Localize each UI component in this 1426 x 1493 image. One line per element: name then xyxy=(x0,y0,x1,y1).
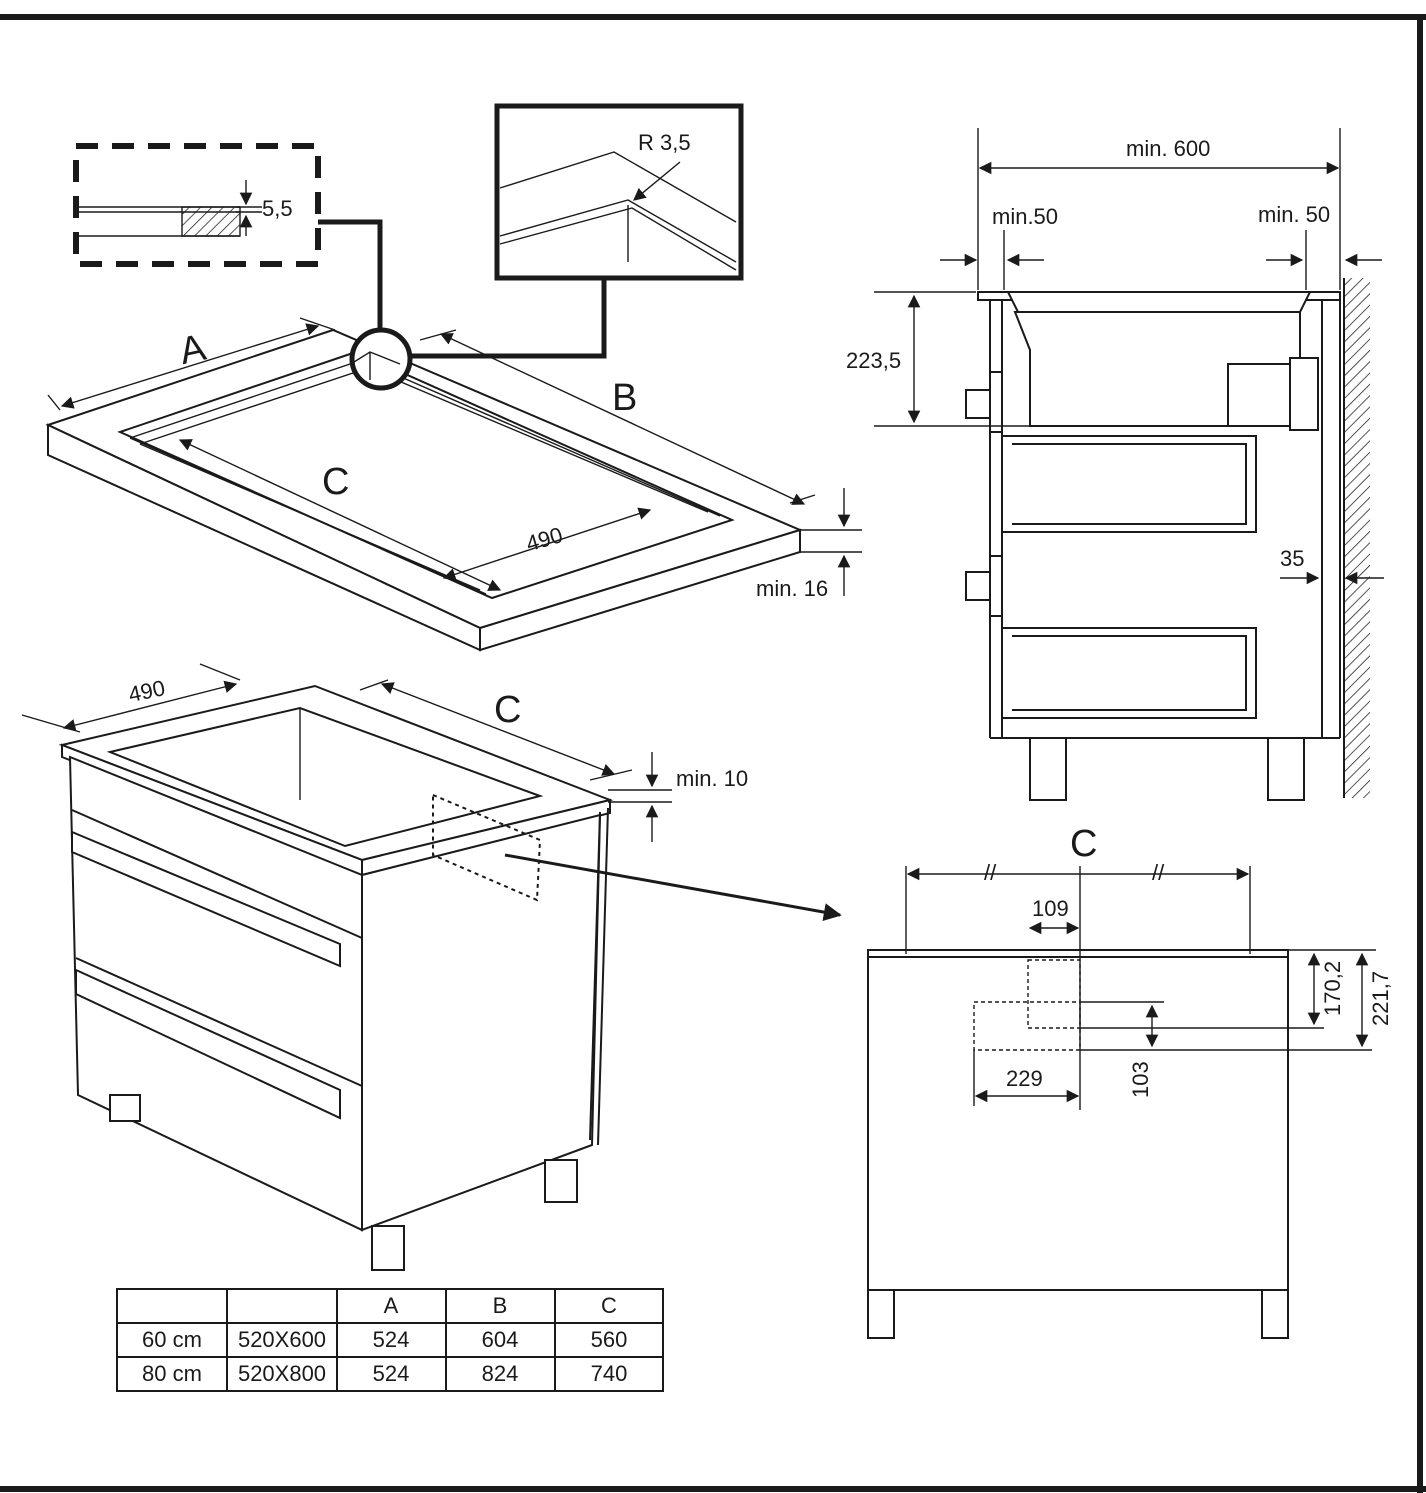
label-min50-left: min.50 xyxy=(992,204,1058,229)
table-cell: 60 cm xyxy=(142,1327,202,1352)
label-min16: min. 16 xyxy=(756,576,828,601)
dimension-c-cutout: C xyxy=(178,439,502,591)
table-cell: 524 xyxy=(373,1361,410,1386)
label-109: 109 xyxy=(1032,896,1069,921)
dimension-103: 103 xyxy=(1080,1001,1372,1098)
page-border xyxy=(0,14,1426,1493)
label-103: 103 xyxy=(1128,1061,1153,1098)
label-229: 229 xyxy=(1006,1066,1043,1091)
dimension-min16: min. 16 xyxy=(756,488,862,601)
dimension-table: A B C 60 cm 520X600 524 604 560 80 cm 52… xyxy=(116,1288,664,1392)
label-min50-right: min. 50 xyxy=(1258,202,1330,227)
dimension-229: 229 xyxy=(973,1050,1080,1106)
label-170-2: 170,2 xyxy=(1320,961,1345,1016)
label-min10: min. 10 xyxy=(676,766,748,791)
label-c-cabinet: C xyxy=(494,689,521,731)
table-cell: 824 xyxy=(482,1361,519,1386)
table-header-b: B xyxy=(493,1293,508,1318)
worktop-cutout-view xyxy=(45,327,803,652)
equal-mark-right: // xyxy=(1152,860,1165,885)
table-cell: 80 cm xyxy=(142,1361,202,1386)
cabinet-view xyxy=(58,684,842,1271)
dimension-c-rear: // // C xyxy=(905,823,1251,954)
side-section-view xyxy=(965,278,1370,801)
table-header-c: C xyxy=(601,1293,617,1318)
dimension-35: 35 xyxy=(1280,546,1384,585)
label-5-5: 5,5 xyxy=(262,196,293,221)
label-490-cabinet: 490 xyxy=(126,675,167,707)
label-a: A xyxy=(176,327,210,373)
table-cell: 740 xyxy=(591,1361,628,1386)
label-223-5: 223,5 xyxy=(846,348,901,373)
label-c-rear: C xyxy=(1070,823,1097,865)
label-c-cutout: C xyxy=(322,461,349,503)
label-radius: R 3,5 xyxy=(638,130,691,155)
label-35: 35 xyxy=(1280,546,1304,571)
dimension-min50: min.50 min. 50 xyxy=(940,202,1382,290)
table-cell: 560 xyxy=(591,1327,628,1352)
radius-detail-box: R 3,5 xyxy=(410,103,744,359)
table-cell: 524 xyxy=(373,1327,410,1352)
label-221-7: 221,7 xyxy=(1368,971,1393,1026)
dimension-min10: min. 10 xyxy=(608,752,748,842)
label-min600: min. 600 xyxy=(1126,136,1210,161)
table-header-a: A xyxy=(384,1293,399,1318)
table-cell: 520X600 xyxy=(238,1327,326,1352)
table-cell: 520X800 xyxy=(238,1361,326,1386)
dimension-min600: min. 600 xyxy=(977,128,1341,290)
dimension-223-5: 223,5 xyxy=(846,291,1040,427)
dimension-221-7: 221,7 xyxy=(1355,952,1393,1048)
dimension-170-2: 170,2 xyxy=(1080,949,1376,1029)
edge-detail-box: 5,5 xyxy=(73,143,383,330)
label-b: B xyxy=(612,377,637,419)
dimension-109: 109 xyxy=(1028,896,1080,935)
dimension-c-cabinet: C xyxy=(359,679,633,781)
rear-elevation-view xyxy=(867,866,1289,1339)
table-cell: 604 xyxy=(482,1327,519,1352)
equal-mark-left: // xyxy=(984,860,997,885)
dimension-b: B xyxy=(419,329,816,505)
